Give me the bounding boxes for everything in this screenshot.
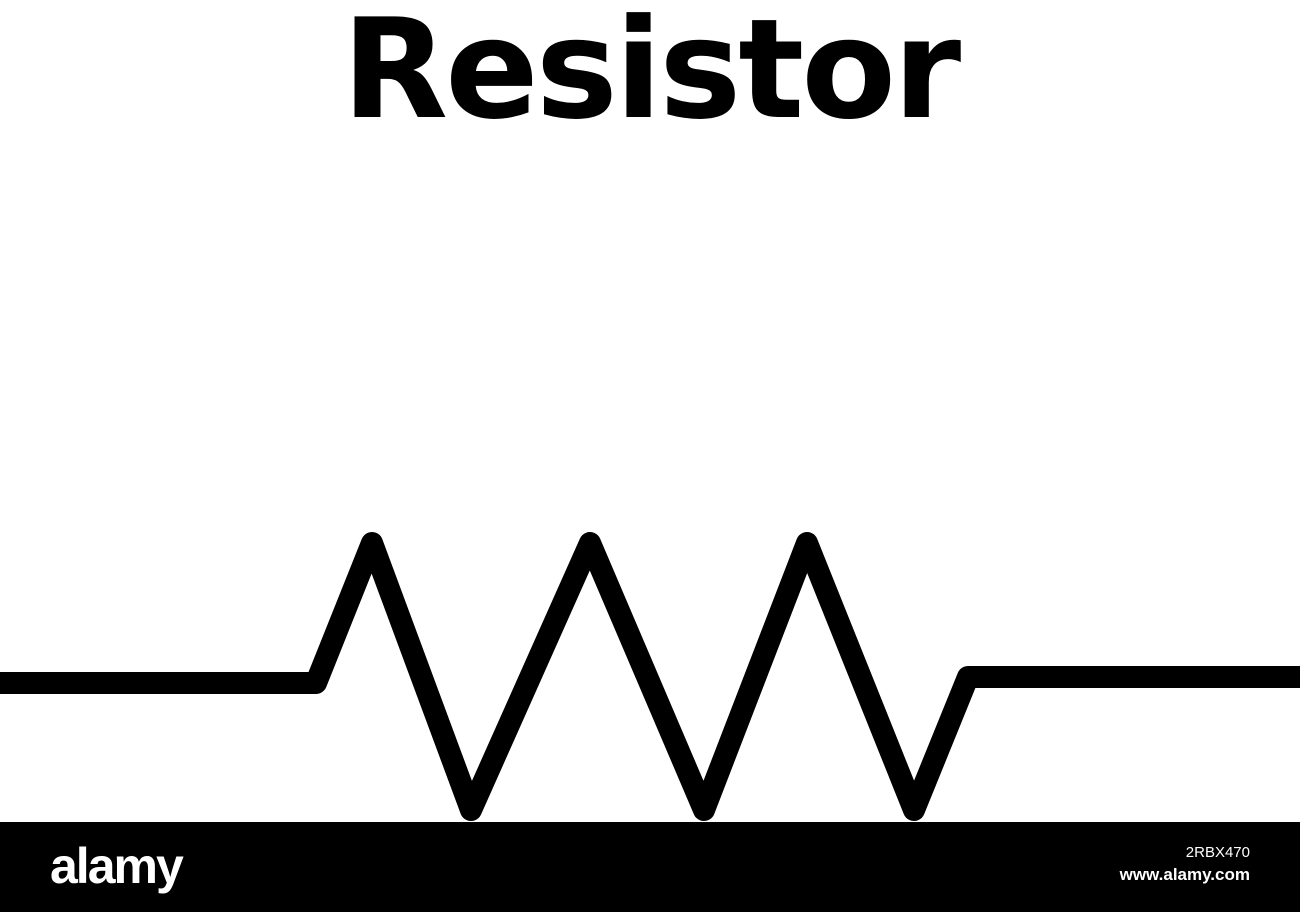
watermark-footer-bar: alamy 2RBX470 www.alamy.com (0, 822, 1300, 912)
alamy-logo: alamy (50, 838, 184, 894)
image-id: 2RBX470 (1185, 844, 1250, 861)
diagram-title: Resistor (341, 0, 961, 150)
footer-url: www.alamy.com (1119, 865, 1250, 884)
footer-info: 2RBX470 www.alamy.com (1120, 844, 1250, 888)
resistor-zigzag (305, 532, 979, 821)
